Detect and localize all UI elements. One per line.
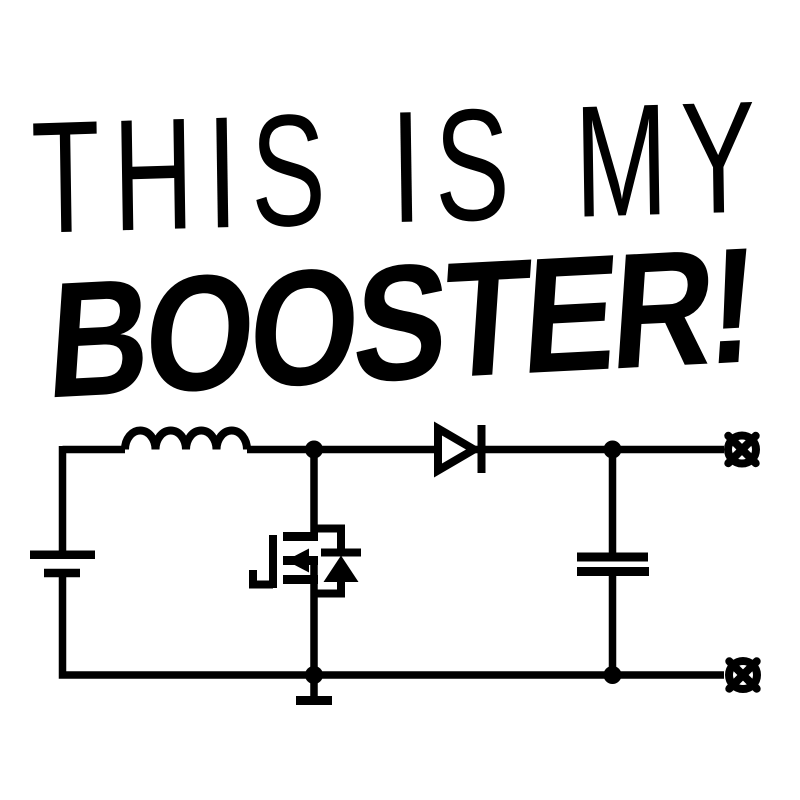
junction-dot <box>305 440 323 459</box>
mosfet-body-arrow <box>286 548 309 573</box>
diode-icon <box>434 421 486 478</box>
body-diode-loop <box>314 524 345 598</box>
terminal-cross-line <box>725 657 761 693</box>
mosfet-icon <box>249 524 361 598</box>
inductor-icon <box>121 426 251 450</box>
output-terminal-top-icon <box>724 431 760 468</box>
terminal-cross-line <box>724 431 760 468</box>
body-diode-triangle <box>323 555 359 582</box>
diode-triangle <box>434 421 482 478</box>
junction-dots <box>305 440 622 684</box>
mosfet-gate-lead <box>249 570 273 589</box>
terminal-circle <box>724 431 760 468</box>
junction-dot <box>603 440 622 459</box>
terminal-circle <box>725 657 761 693</box>
capacitor-icon <box>577 552 649 576</box>
battery-icon <box>30 550 95 578</box>
output-terminal-bottom-icon <box>725 657 761 693</box>
junction-dot <box>305 666 323 684</box>
inductor-coils <box>121 426 251 450</box>
junction-dot <box>603 666 622 684</box>
